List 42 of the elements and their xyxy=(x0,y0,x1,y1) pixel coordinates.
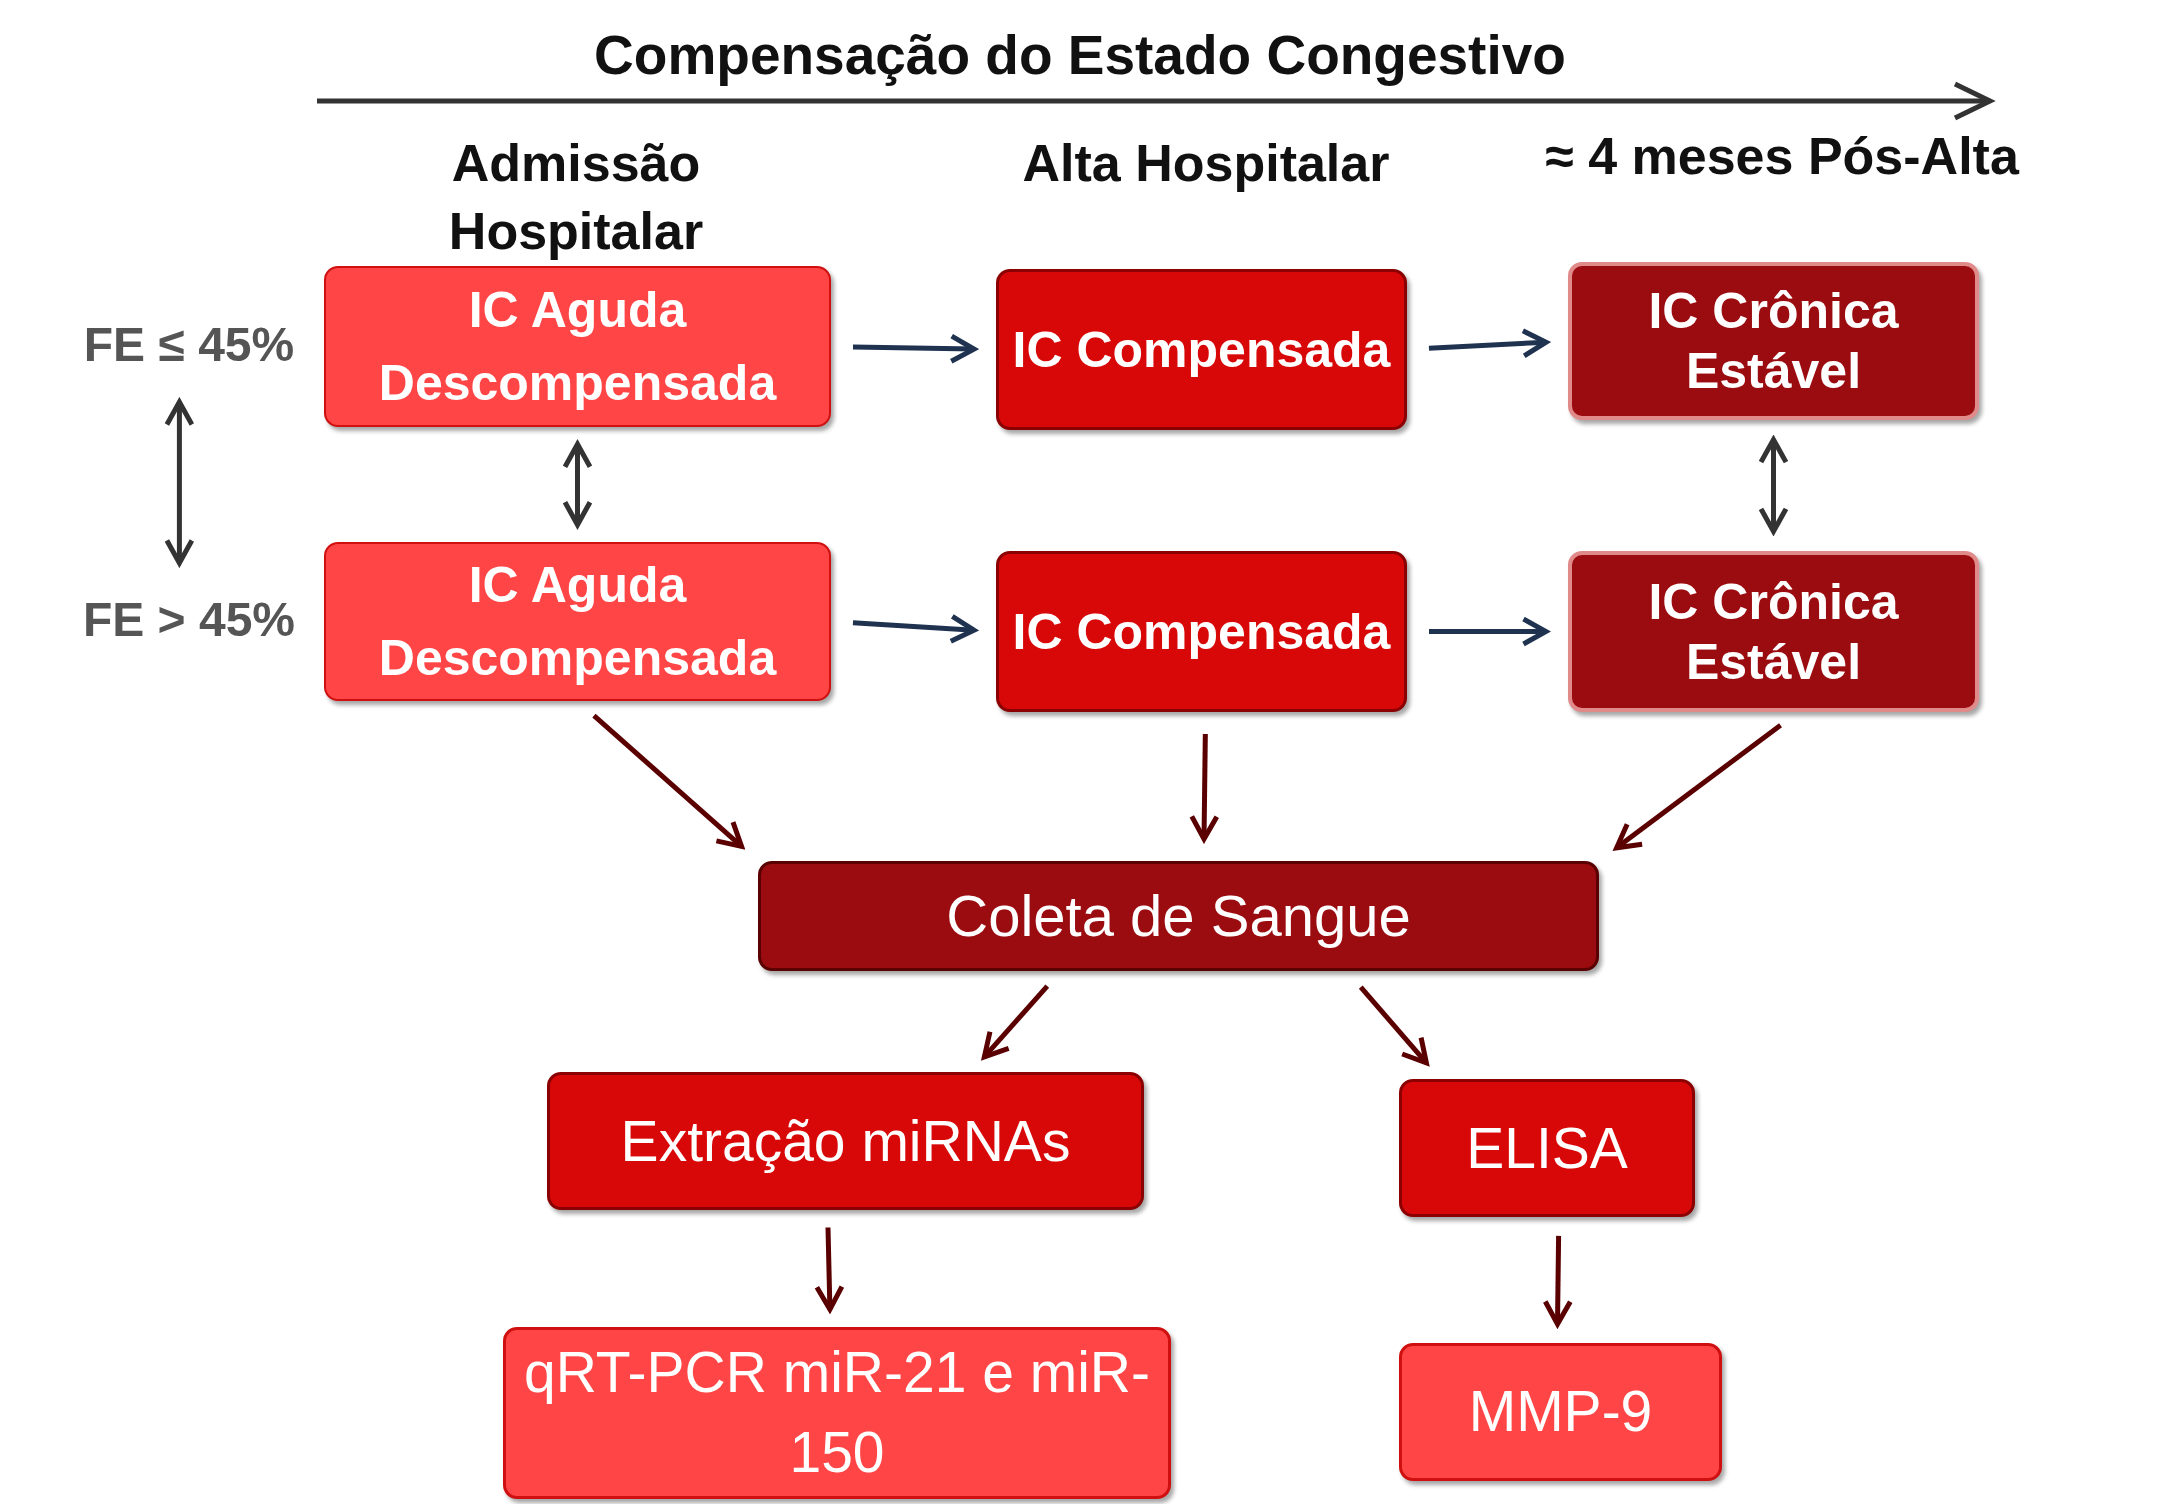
box-text: IC Crônica Estável xyxy=(1647,572,1900,692)
ejection-fraction-label: FE ≤ 45% xyxy=(82,317,296,374)
column-heading: ≈ 4 meses Pós-Alta xyxy=(1544,126,2021,187)
process-box xyxy=(758,861,1599,971)
arrow xyxy=(592,713,745,849)
result-box xyxy=(1399,1343,1722,1481)
arrow xyxy=(981,984,1050,1060)
diagram-title: Compensação do Estado Congestivo xyxy=(593,23,1567,88)
stage-box xyxy=(1568,262,1979,420)
process-box xyxy=(547,1072,1144,1210)
result-box xyxy=(503,1327,1171,1499)
arrow xyxy=(1614,723,1783,851)
arrow xyxy=(1758,437,1789,534)
arrow xyxy=(1542,1235,1573,1327)
column-heading: Admissão Hospitalar xyxy=(447,133,705,262)
process-box xyxy=(1399,1079,1695,1217)
box-text: IC Crônica Estável xyxy=(1647,282,1900,401)
box-text: Extração miRNAs xyxy=(619,1107,1072,1175)
stage-box xyxy=(1568,551,1979,712)
arrow xyxy=(164,399,195,566)
box-text: Coleta de Sangue xyxy=(945,882,1412,951)
arrow xyxy=(1358,985,1429,1066)
ejection-fraction-label: FE > 45% xyxy=(81,592,297,649)
box-text: IC Compensada xyxy=(1011,602,1392,662)
arrow xyxy=(562,441,593,528)
arrow xyxy=(1189,733,1220,842)
stage-box xyxy=(996,551,1407,712)
box-text: IC Aguda Descompensada xyxy=(377,556,778,688)
arrow xyxy=(1428,328,1549,359)
box-text: ELISA xyxy=(1465,1114,1629,1182)
box-text: IC Aguda Descompensada xyxy=(377,281,778,413)
arrow xyxy=(814,1227,845,1312)
box-text: IC Compensada xyxy=(1011,320,1392,380)
arrow xyxy=(852,333,977,364)
arrow xyxy=(852,613,977,644)
box-text: MMP-9 xyxy=(1467,1378,1654,1446)
box-text: qRT-PCR miR-21 e miR-150 xyxy=(523,1339,1151,1486)
column-heading: Alta Hospitalar xyxy=(1021,133,1391,194)
arrow xyxy=(1429,616,1549,647)
stage-box xyxy=(324,542,831,701)
stage-box xyxy=(324,266,831,427)
stage-box xyxy=(996,269,1407,430)
